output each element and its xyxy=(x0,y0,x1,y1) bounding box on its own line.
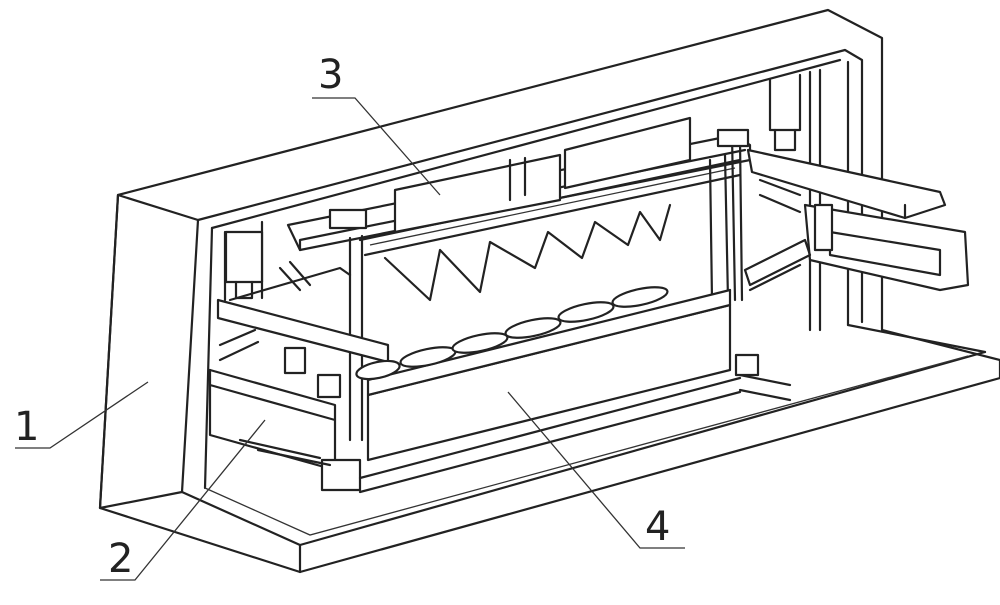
label-1: 1 xyxy=(14,404,39,450)
label-3: 3 xyxy=(318,52,343,98)
material-trough xyxy=(355,286,792,494)
right-arms xyxy=(743,148,970,292)
label-2: 2 xyxy=(108,536,133,582)
leader-2 xyxy=(100,419,266,581)
label-4: 4 xyxy=(645,504,670,550)
leader-lines xyxy=(15,97,685,581)
leader-3 xyxy=(312,97,441,196)
leader-4 xyxy=(507,391,685,549)
left-mechanism xyxy=(208,260,390,492)
back-columns xyxy=(223,68,822,332)
cutter-assembly xyxy=(286,116,752,442)
part-labels: 3 1 2 4 xyxy=(14,52,670,582)
leader-1 xyxy=(15,381,149,449)
